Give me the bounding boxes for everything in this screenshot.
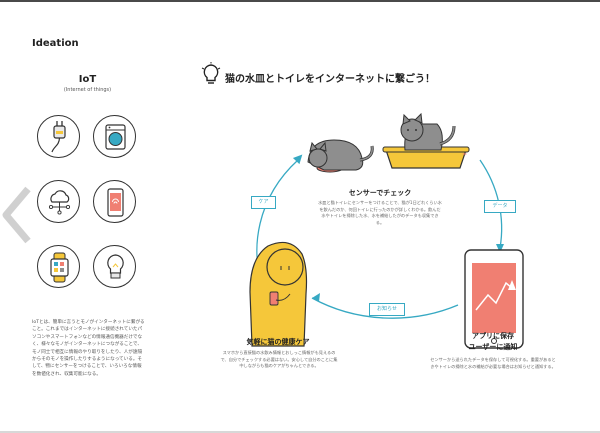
main-headline: 猫の水皿とトイレをインターネットに繋ごう！ — [225, 74, 435, 85]
plug-icon — [37, 115, 80, 158]
iot-description: IoTとは、簡単に言うとモノがインターネットに繋がること。これまではインターネッ… — [32, 320, 145, 377]
cycle-diagram: ≈ — [249, 112, 524, 349]
page-title: Ideation — [32, 38, 79, 49]
smartphone-icon — [93, 180, 136, 223]
svg-text:≈: ≈ — [462, 151, 467, 158]
person-phone-illustration — [249, 241, 308, 347]
app-title-line2: ユーザーに通知 — [468, 343, 518, 351]
iot-subtitle: (Internet of things) — [63, 87, 112, 93]
care-title: 気軽に猫の健康ケア — [246, 338, 310, 346]
care-description: スマホから直接猫の水飲み情報とおしっこ情報がも見えるので、自分でチェックする必要… — [220, 350, 338, 369]
notify-label: お知らせ — [369, 303, 405, 316]
lightbulb-icon — [93, 245, 136, 288]
cloud-network-icon — [37, 180, 80, 223]
app-title-line1: アプリに保存 — [472, 332, 514, 340]
lightbulb-icon — [201, 62, 221, 84]
app-description: センサーから送られたデータを保存して可視化する。重要があるときやトイレの掃除と水… — [430, 357, 556, 369]
washing-machine-icon — [93, 115, 136, 158]
prev-arrow-icon[interactable] — [0, 185, 40, 245]
cycle-arrow-bottom — [311, 297, 459, 319]
cat-drinking-illustration — [307, 139, 374, 173]
cat-litter-illustration: ≈ — [382, 112, 470, 169]
smartphone-chart-illustration — [464, 249, 524, 349]
iot-title: IoT — [78, 74, 97, 85]
smartwatch-icon — [37, 245, 80, 288]
sensor-description: 水皿と猫トイレにセンサーをつけることで、猫が1日どれくらい水を飲んだのか、何回ト… — [318, 200, 442, 225]
sensor-title: センサーでチェック — [348, 189, 412, 197]
care-label: ケア — [251, 196, 276, 209]
data-label: データ — [484, 200, 516, 213]
